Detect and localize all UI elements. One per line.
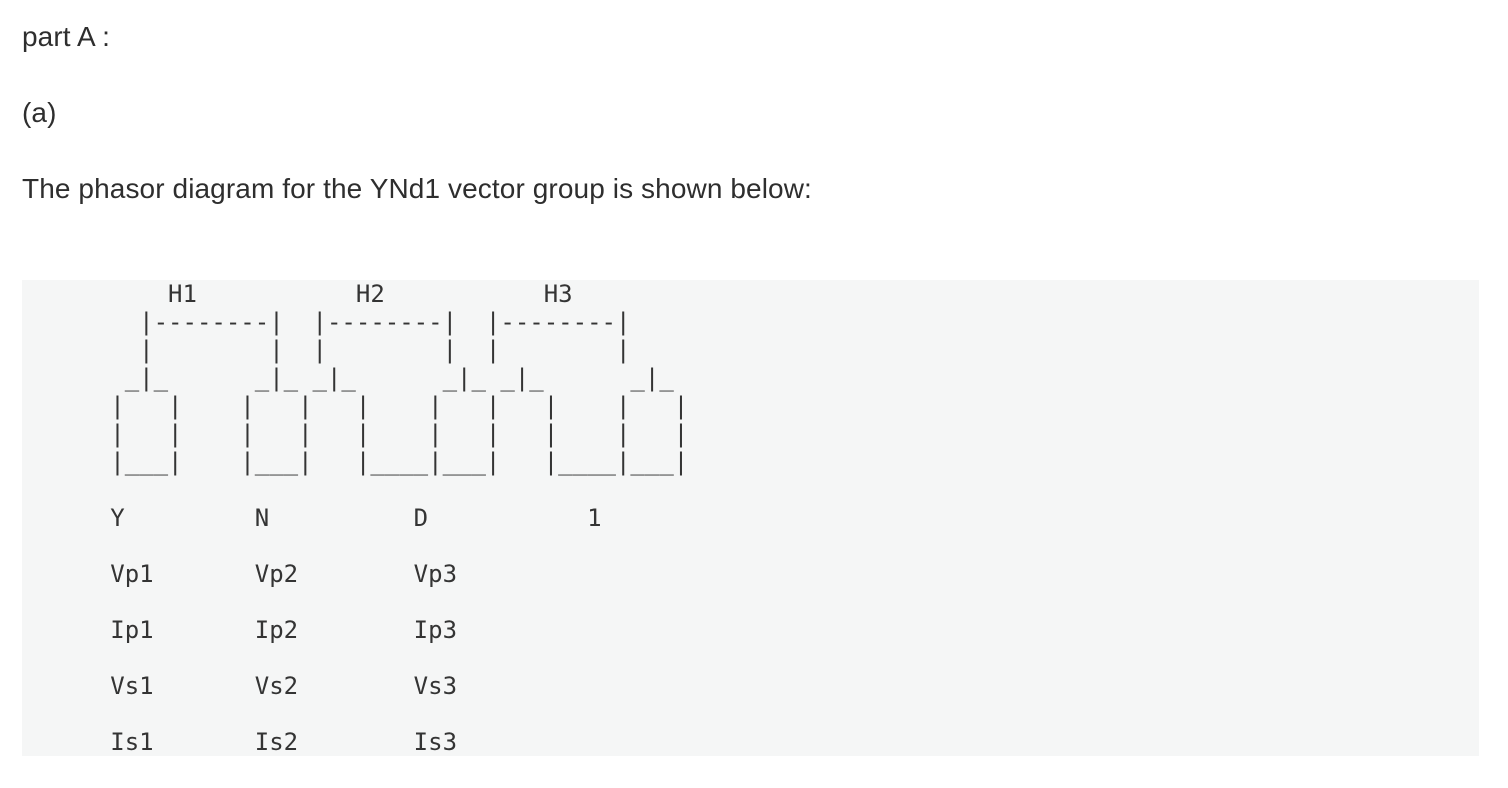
intro-text: The phasor diagram for the YNd1 vector g… xyxy=(22,173,812,204)
ascii-phasor-diagram: H1 H2 H3 |--------| |--------| |--------… xyxy=(22,280,1479,756)
part-heading: part A : xyxy=(22,21,110,52)
section-label: (a) xyxy=(22,97,57,128)
